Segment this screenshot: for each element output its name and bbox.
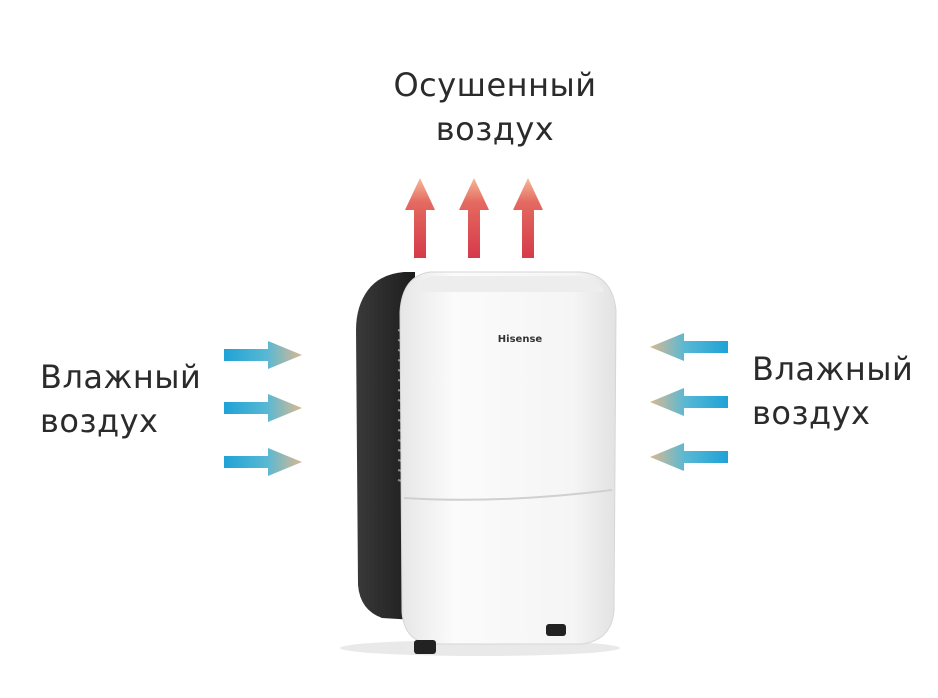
humid-air-label-left-line1: Влажный	[40, 355, 240, 399]
humid-air-arrows-right	[650, 333, 728, 471]
dry-air-arrow-2	[459, 178, 489, 258]
dry-air-label-line2: воздух	[340, 107, 650, 151]
humid-air-arrow-right-2	[650, 388, 728, 416]
humid-air-arrow-left-3	[224, 448, 302, 476]
dry-air-label-line1: Осушенный	[340, 63, 650, 107]
humid-air-label-right: Влажный воздух	[752, 347, 932, 435]
humid-air-label-left-line2: воздух	[40, 399, 240, 443]
dry-air-arrows	[405, 178, 543, 258]
dry-air-label: Осушенный воздух	[340, 63, 650, 151]
device-front-body	[400, 272, 616, 644]
brand-logo: Hisense	[498, 334, 543, 345]
humid-air-label-right-line2: воздух	[752, 391, 932, 435]
dry-air-arrow-1	[405, 178, 435, 258]
dry-air-arrow-3	[513, 178, 543, 258]
humid-air-arrow-right-1	[650, 333, 728, 361]
humid-air-label-left: Влажный воздух	[40, 355, 240, 443]
device-wheel-right	[546, 624, 566, 636]
dehumidifier: Hisense	[340, 272, 620, 656]
device-wheel-left	[414, 640, 436, 654]
humid-air-label-right-line1: Влажный	[752, 347, 932, 391]
humid-air-arrow-right-3	[650, 443, 728, 471]
